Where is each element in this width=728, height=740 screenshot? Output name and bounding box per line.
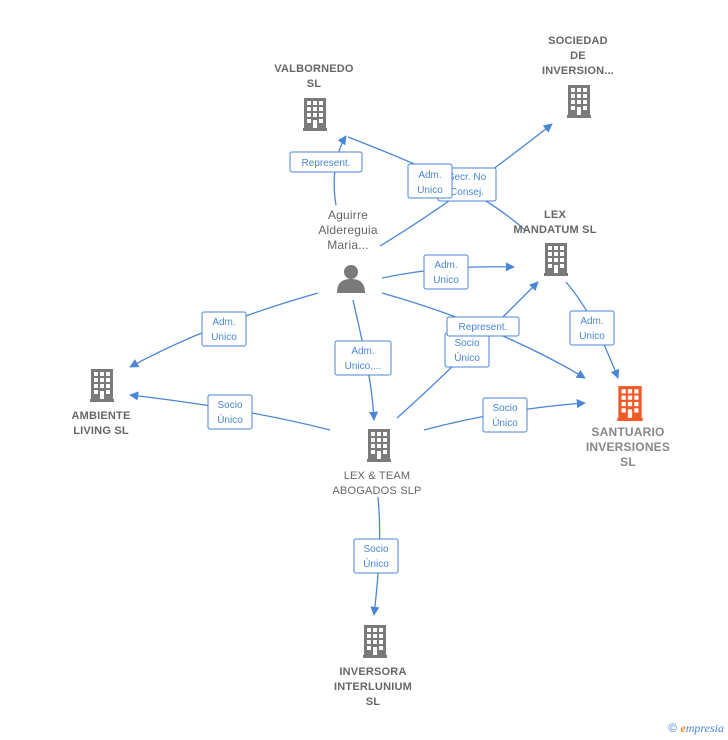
node-label: Maria... [327, 238, 369, 252]
node-santuario[interactable]: SANTUARIO INVERSIONES SL [586, 386, 670, 469]
copyright-icon: © [668, 721, 678, 735]
node-label: SL [620, 455, 636, 469]
building-icon [567, 85, 591, 118]
node-lex-team[interactable]: LEX & TEAM ABOGADOS SLP [332, 429, 421, 497]
edge-label-text: Único [454, 351, 480, 364]
node-label: LEX & TEAM [344, 470, 411, 482]
node-valbornedo[interactable]: VALBORNEDO SL [274, 63, 354, 131]
edge-label-text: Unico [211, 332, 237, 343]
node-lex-mandatum[interactable]: LEX MANDATUM SL [513, 209, 597, 276]
edge-label-text: Represent. [302, 158, 351, 169]
building-icon [544, 243, 568, 276]
edge-label-text: Único [363, 557, 389, 570]
building-icon [617, 386, 643, 421]
edge-label-text: Represent. [459, 322, 508, 333]
building-icon [303, 98, 327, 131]
edge-label-text: Consej. [450, 187, 484, 198]
edge-label-lexteam-santuario[interactable]: Socio Único [482, 397, 528, 433]
edge-labels: Represent. Secr. No Consej. Adm. Unico A… [201, 151, 615, 574]
node-label: INVERSORA [339, 666, 406, 678]
edge-label-aguirre-ambiente[interactable]: Adm. Unico [201, 311, 247, 347]
edge-label-text: Único [492, 416, 518, 429]
person-icon [337, 265, 365, 293]
edge-label-text: Secr. No [448, 172, 487, 183]
edge-label-text: Adm. [351, 346, 374, 357]
node-label: ABOGADOS SLP [332, 485, 421, 497]
edge-label-text: Adm. [434, 260, 457, 271]
copyright-footer: © empresia [668, 721, 724, 736]
node-label: VALBORNEDO [274, 63, 354, 75]
edge-label-aguirre-santuario-rep[interactable]: Represent. [446, 316, 520, 337]
edge-label-aguirre-valbornedo[interactable]: Represent. [289, 151, 363, 173]
edge-label-lexteam-inversora[interactable]: Socio Único [353, 538, 399, 574]
node-label: LIVING SL [73, 425, 129, 437]
edge-label-text: Unico [417, 185, 443, 196]
edge-label-text: Único [217, 413, 243, 426]
node-inversora[interactable]: INVERSORA INTERLUNIUM SL [334, 625, 412, 708]
edge-label-text: Socio [454, 338, 479, 349]
building-icon [363, 625, 387, 658]
node-sociedad[interactable]: SOCIEDAD DE INVERSION... [542, 35, 614, 118]
edge-label-aguirre-lexmandatum[interactable]: Adm. Unico [423, 254, 469, 290]
edge-label-aguirre-lexteam[interactable]: Adm. Unico,... [334, 340, 392, 376]
node-label: Aldereguia [318, 223, 378, 237]
edge-label-lexteam-ambiente[interactable]: Socio Único [207, 394, 253, 430]
edge-label-lexteam-lexmandatum[interactable]: Socio Único [444, 332, 490, 368]
node-label: SL [366, 696, 381, 708]
node-label: MANDATUM SL [513, 224, 596, 236]
edge-label-text: Adm. [418, 170, 441, 181]
node-label: LEX [544, 209, 566, 221]
edge-label-text: Adm. [580, 316, 603, 327]
node-label: INVERSION... [542, 65, 614, 77]
node-label: SL [307, 78, 322, 90]
edge-label-text: Socio [363, 544, 388, 555]
node-aguirre[interactable]: Aguirre Aldereguia Maria... [318, 208, 378, 293]
edge-label-text: Socio [217, 400, 242, 411]
building-icon [367, 429, 391, 462]
node-label: INVERSIONES [586, 440, 670, 454]
edge-label-text: Unico [579, 331, 605, 342]
edge-label-text: Adm. [212, 317, 235, 328]
node-ambiente[interactable]: AMBIENTE LIVING SL [71, 369, 130, 437]
edge-label-text: Unico,... [345, 361, 382, 372]
node-label: SOCIEDAD [548, 35, 608, 47]
node-label: SANTUARIO [591, 425, 664, 439]
node-label: AMBIENTE [71, 410, 130, 422]
node-label: DE [570, 50, 586, 62]
edge-label-lexmandatum-santuario[interactable]: Adm. Unico [569, 310, 615, 346]
edge-label-aguirre-santuario-adm[interactable]: Adm. Unico [407, 163, 453, 199]
edge-label-text: Socio [492, 403, 517, 414]
node-label: Aguirre [328, 208, 368, 222]
building-icon [90, 369, 114, 402]
empresia-logo[interactable]: empresia [680, 721, 724, 735]
edge-label-text: Unico [433, 275, 459, 286]
node-label: INTERLUNIUM [334, 681, 412, 693]
